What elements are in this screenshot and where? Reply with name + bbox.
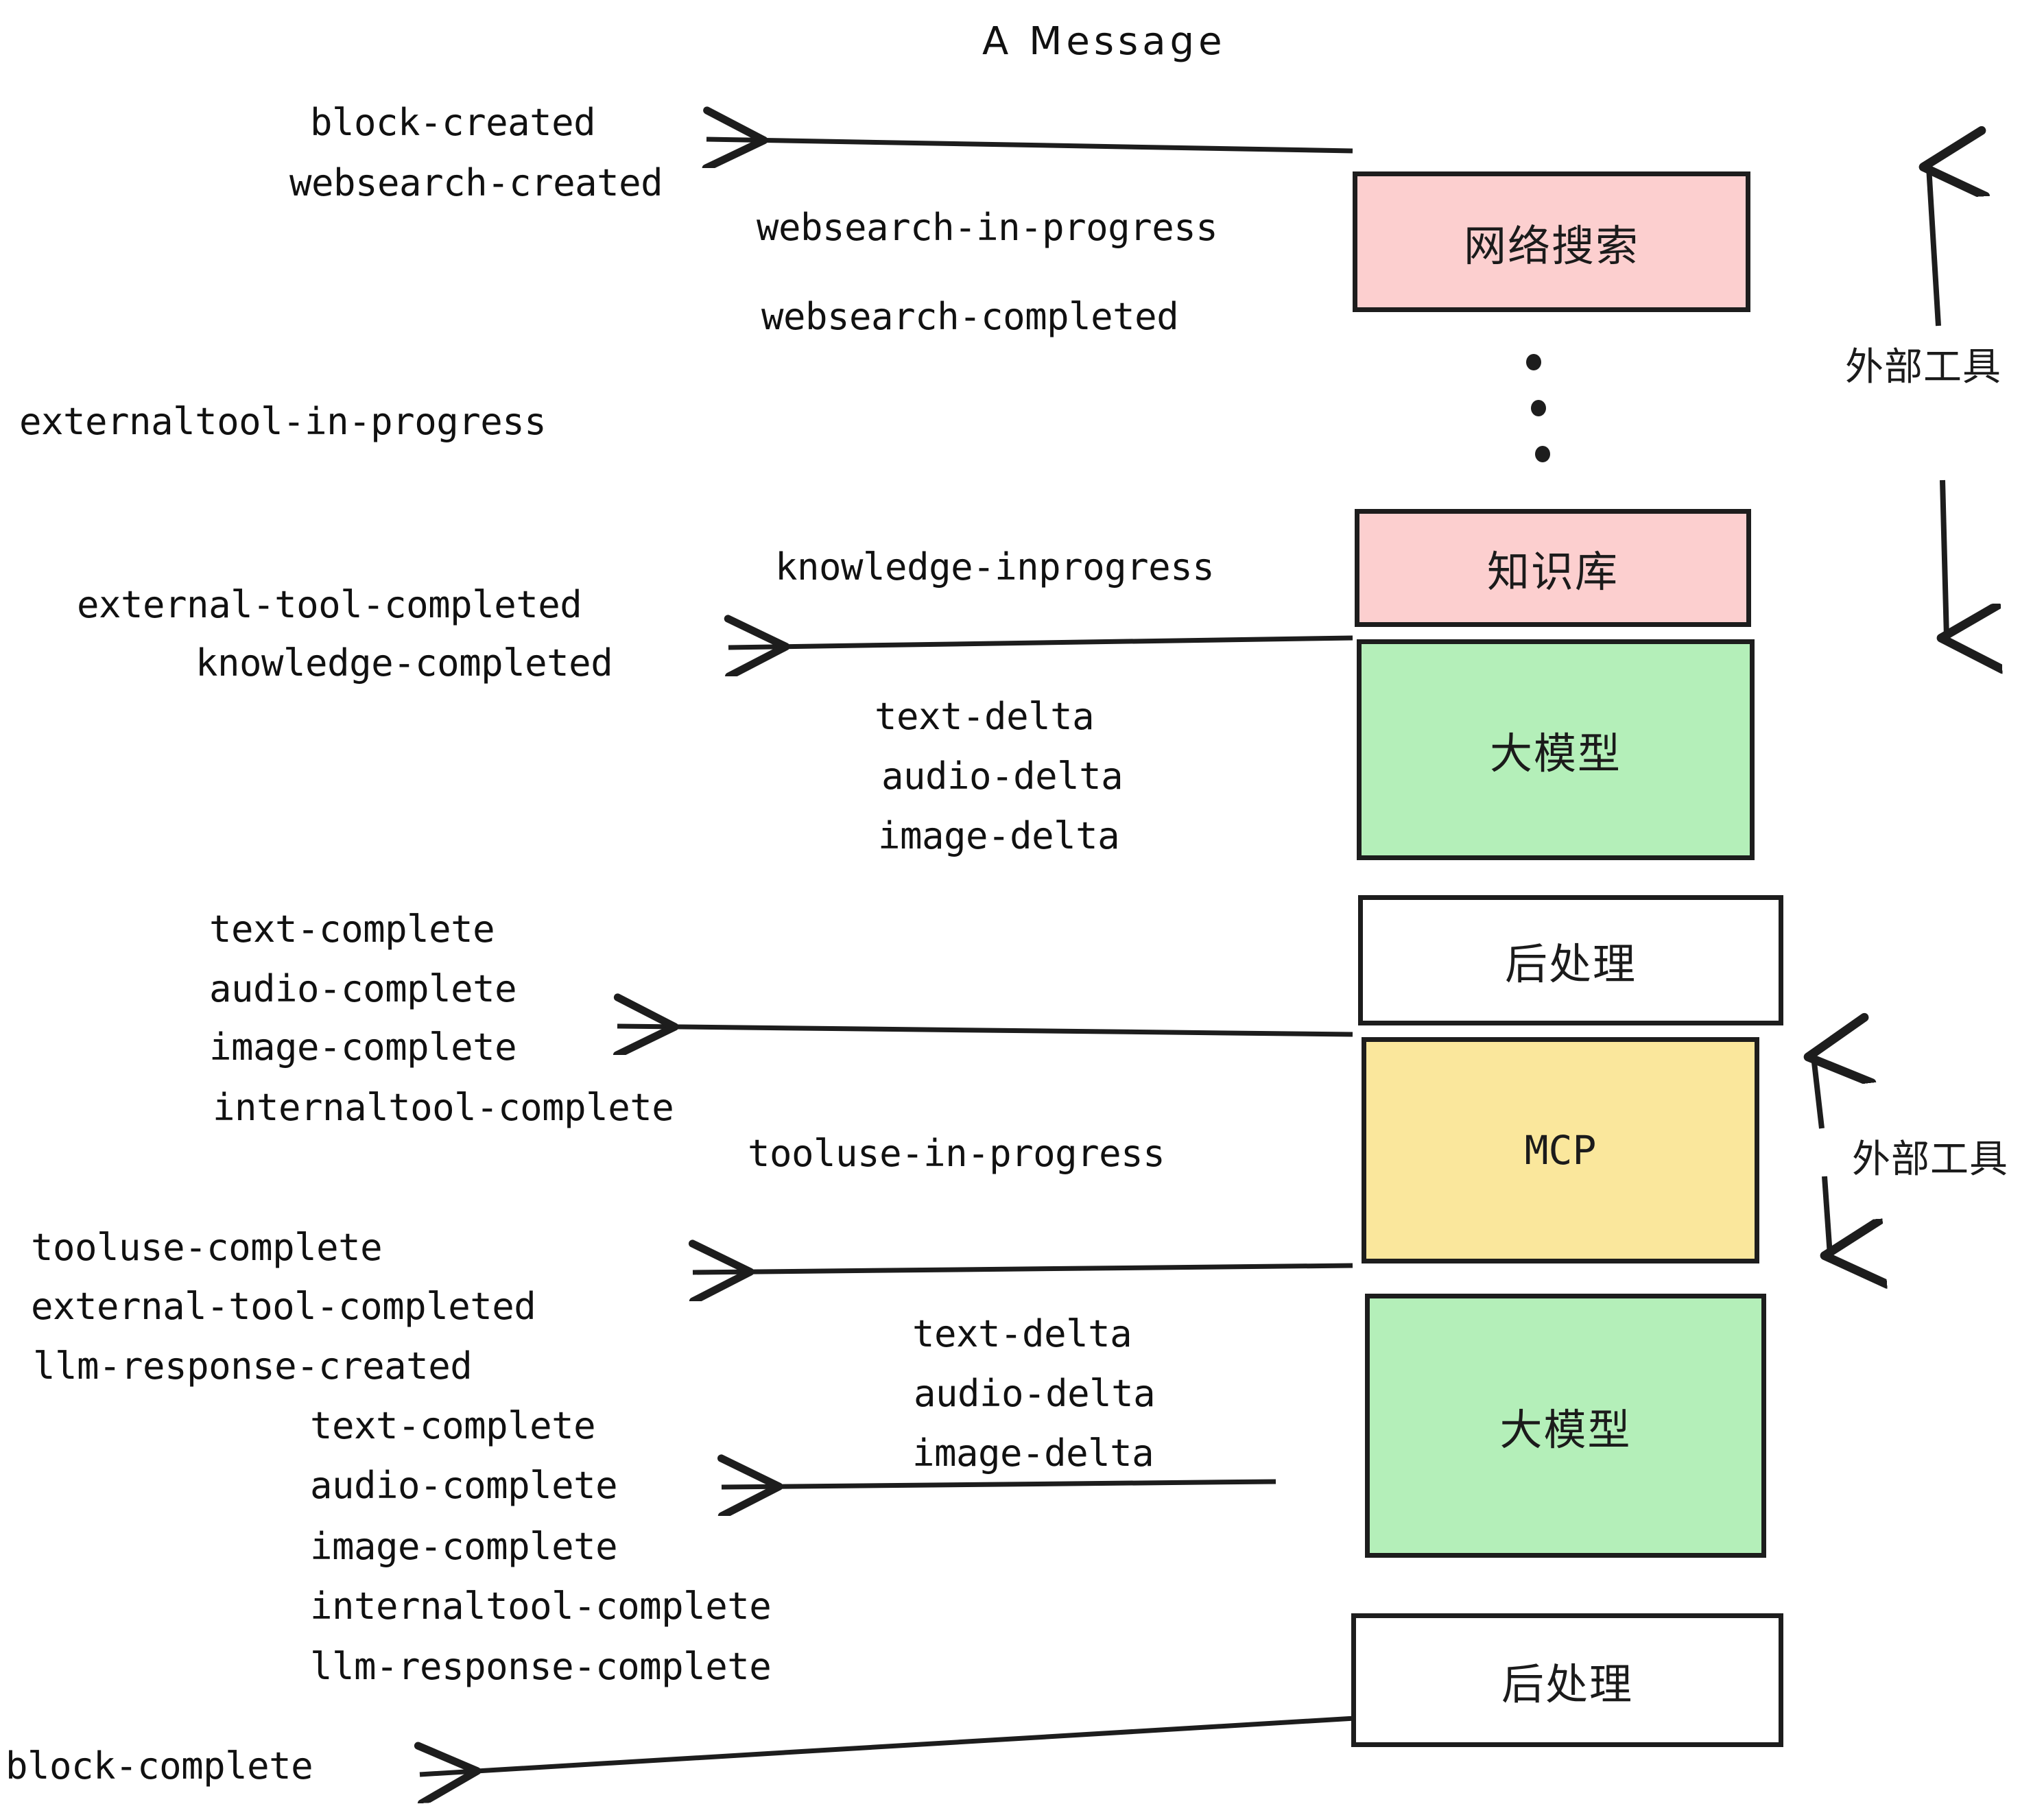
event-image-delta-2: image-delta [912, 1432, 1154, 1475]
event-tooluse-in-progress: tooluse-in-progress [748, 1132, 1165, 1175]
arrow-mcp-to-events [693, 1266, 1353, 1272]
event-externaltool-in-progress: externaltool-in-progress [19, 400, 547, 443]
event-block-complete: block-complete [5, 1744, 313, 1788]
arrow-external-tool-down-bottom [1825, 1176, 1830, 1255]
box-websearch-label: 网络搜索 [1463, 220, 1639, 271]
event-websearch-completed: websearch-completed [761, 295, 1179, 338]
event-block-created: block-created [310, 101, 596, 144]
arrow-llm2-to-events [722, 1482, 1276, 1487]
event-text-complete-1: text-complete [209, 907, 495, 951]
event-internaltool-complete-2: internaltool-complete [310, 1585, 772, 1628]
box-mcp-label: MCP [1524, 1127, 1597, 1174]
ellipsis-dot-1 [1526, 354, 1541, 370]
event-external-tool-completed-1: external-tool-completed [77, 583, 582, 626]
event-text-delta-2: text-delta [912, 1312, 1132, 1355]
box-llm-2[interactable]: 大模型 [1365, 1294, 1766, 1558]
box-postprocess-2-label: 后处理 [1501, 1659, 1633, 1709]
event-external-tool-completed-2: external-tool-completed [31, 1285, 536, 1328]
arrow-postprocess1-to-events [617, 1026, 1353, 1034]
event-audio-complete-2: audio-complete [310, 1464, 618, 1507]
event-image-complete-2: image-complete [310, 1525, 618, 1568]
event-websearch-in-progress: websearch-in-progress [757, 206, 1218, 249]
event-text-complete-2: text-complete [310, 1404, 596, 1447]
event-knowledge-completed: knowledge-completed [195, 641, 613, 685]
box-llm-1[interactable]: 大模型 [1357, 639, 1755, 860]
box-knowledge[interactable]: 知识库 [1355, 509, 1751, 627]
event-audio-delta-1: audio-delta [881, 755, 1124, 798]
event-websearch-created: websearch-created [289, 161, 663, 204]
box-websearch[interactable]: 网络搜索 [1353, 171, 1750, 312]
event-tooluse-complete: tooluse-complete [31, 1226, 383, 1269]
event-llm-response-complete: llm-response-complete [310, 1645, 772, 1688]
box-postprocess-1[interactable]: 后处理 [1358, 895, 1783, 1025]
box-postprocess-2[interactable]: 后处理 [1351, 1613, 1783, 1747]
arrow-external-tool-down-top [1942, 479, 1947, 638]
box-postprocess-1-label: 后处理 [1504, 939, 1637, 989]
event-knowledge-inprogress: knowledge-inprogress [775, 545, 1215, 589]
event-llm-response-created: llm-response-created [33, 1344, 473, 1388]
box-llm-1-label: 大模型 [1489, 728, 1621, 779]
side-label-external-tool-top: 外部工具 [1845, 345, 2001, 390]
arrow-websearch-to-events [706, 139, 1353, 151]
ellipsis-dot-3 [1535, 446, 1550, 462]
box-mcp[interactable]: MCP [1362, 1037, 1759, 1263]
event-image-delta-1: image-delta [878, 814, 1120, 857]
ellipsis-dot-2 [1531, 400, 1546, 416]
arrow-postprocess2-to-block-complete [420, 1716, 1355, 1775]
side-label-external-tool-bottom: 外部工具 [1852, 1137, 2008, 1182]
event-audio-delta-2: audio-delta [914, 1372, 1156, 1415]
arrow-external-tool-up-bottom [1814, 1056, 1822, 1129]
event-image-complete-1: image-complete [209, 1025, 517, 1069]
arrow-knowledge-to-events [728, 638, 1353, 648]
box-llm-2-label: 大模型 [1499, 1404, 1632, 1455]
event-text-delta-1: text-delta [875, 695, 1095, 738]
box-knowledge-label: 知识库 [1486, 547, 1619, 597]
arrow-external-tool-up-top [1929, 167, 1938, 327]
event-internaltool-complete-1: internaltool-complete [213, 1086, 674, 1129]
event-audio-complete-1: audio-complete [209, 967, 517, 1010]
page-title: A Message [982, 19, 1226, 64]
